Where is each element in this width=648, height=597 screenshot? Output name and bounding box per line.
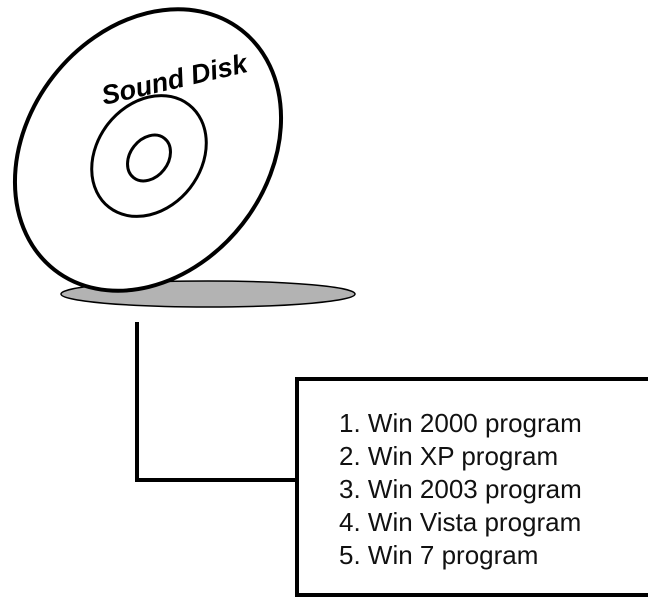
sound-disk-diagram: Sound Disk bbox=[12, 7, 356, 482]
program-item-win-7: 5. Win 7 program bbox=[339, 540, 539, 570]
disc-hub-ring bbox=[126, 133, 172, 183]
program-item-win-xp: 2. Win XP program bbox=[339, 441, 559, 471]
cd-disc-icon: Sound Disk bbox=[12, 7, 284, 293]
disc-outer-ring bbox=[12, 7, 284, 293]
programs-box: 1. Win 2000 program 2. Win XP program 3.… bbox=[295, 377, 648, 597]
program-item-win-2000: 1. Win 2000 program bbox=[339, 408, 582, 438]
connector-line bbox=[135, 322, 297, 482]
disc-inner-ring bbox=[90, 94, 208, 218]
program-item-win-vista: 4. Win Vista program bbox=[339, 507, 582, 537]
program-item-win-2003: 3. Win 2003 program bbox=[339, 474, 582, 504]
programs-list: 1. Win 2000 program 2. Win XP program 3.… bbox=[339, 407, 582, 572]
